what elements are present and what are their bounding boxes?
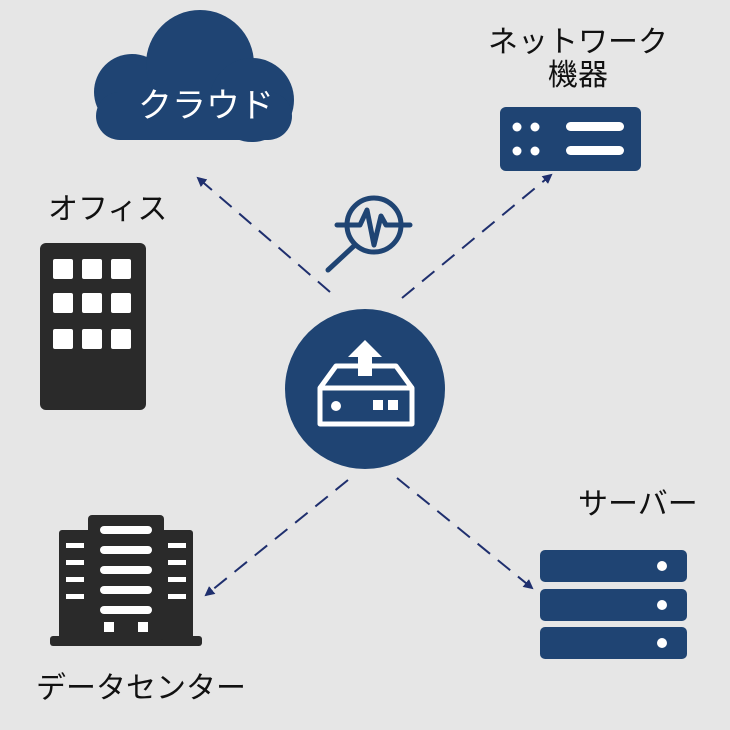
arrow-to-network-device	[401, 173, 553, 299]
arrow-to-cloud	[196, 176, 331, 293]
arrow-to-server	[396, 477, 534, 590]
office-building-icon	[40, 243, 146, 410]
office-label: オフィス	[48, 192, 168, 227]
network-device-icon	[500, 107, 641, 171]
monitor-search-icon	[325, 195, 413, 273]
datacenter-icon	[50, 515, 202, 646]
network-device-label-line2: 機器	[548, 58, 608, 93]
cloud-label: クラウド	[138, 86, 274, 126]
server-label: サーバー	[578, 487, 698, 522]
cloud-icon	[94, 10, 294, 142]
datacenter-label: データセンター	[36, 671, 246, 706]
arrow-to-datacenter	[204, 479, 349, 597]
network-device-label: ネットワーク 機器	[488, 26, 668, 92]
server-rack-icon	[540, 550, 687, 659]
appliance-icon	[285, 309, 445, 469]
connection-arrows	[196, 173, 553, 597]
network-device-label-line1: ネットワーク	[488, 25, 668, 60]
